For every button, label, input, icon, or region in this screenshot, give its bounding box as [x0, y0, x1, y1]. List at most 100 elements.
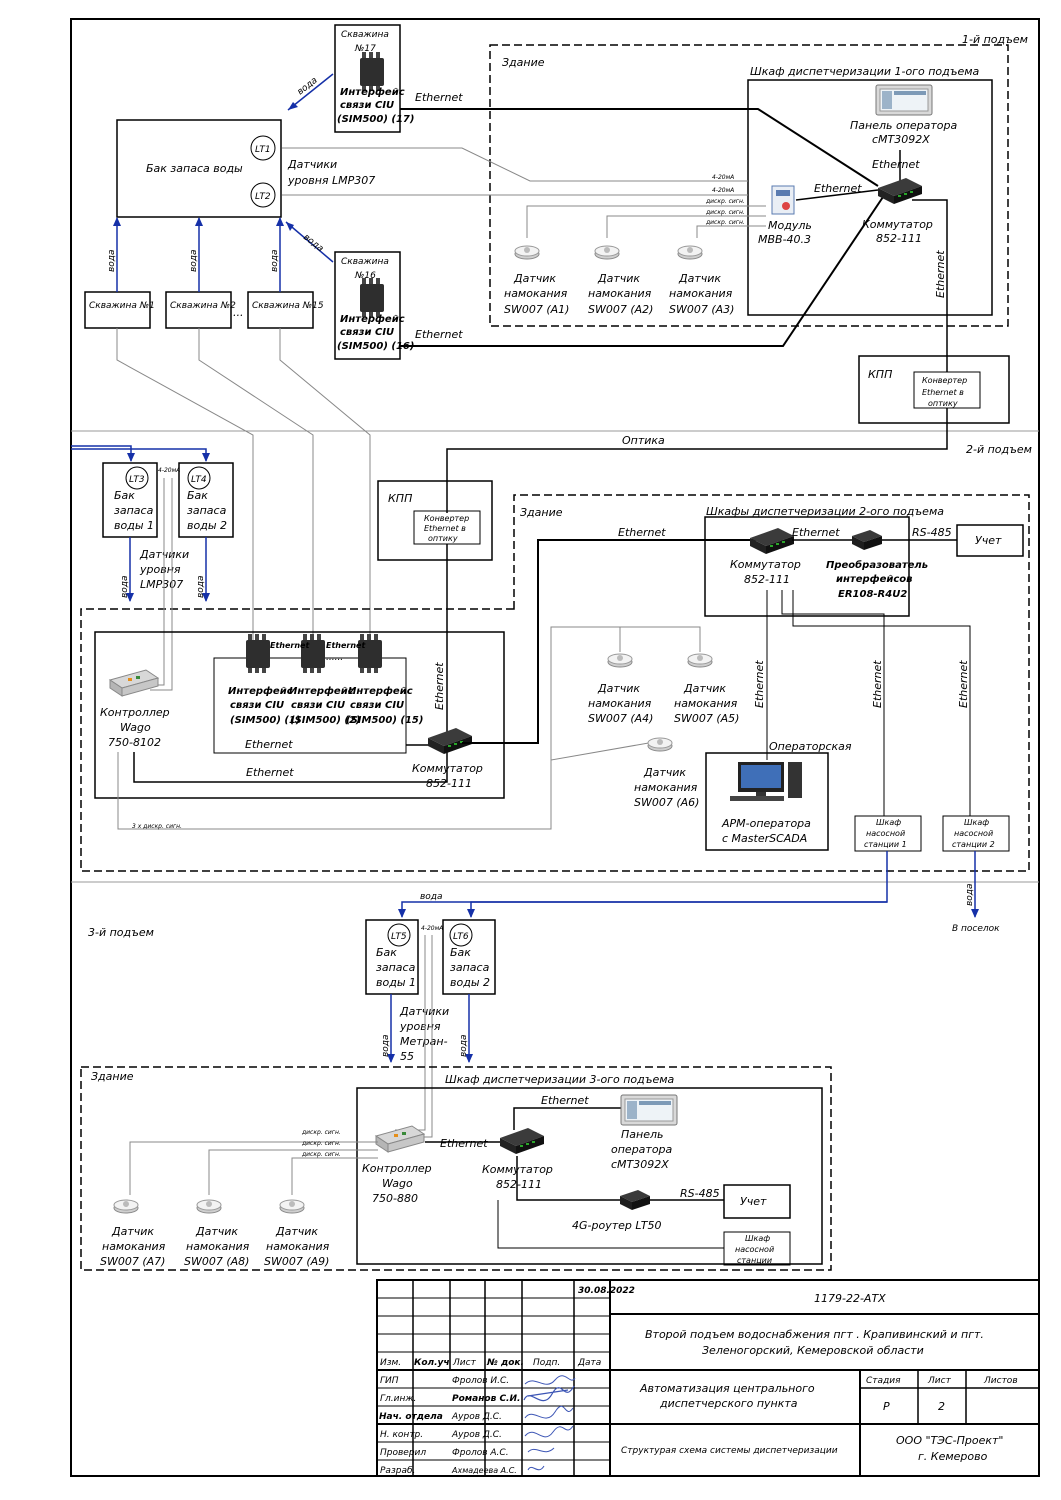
tank3-line1: Бак: [114, 489, 135, 502]
ethernet-label: Ethernet: [792, 526, 840, 539]
wago2-line1: Контроллер: [100, 706, 170, 719]
well-1-label: Скважина №1: [89, 301, 155, 311]
pump-cabinet-3: [723, 1231, 791, 1266]
module-label-line2: МВВ-40.3: [758, 233, 811, 246]
cabinet-1: [747, 79, 993, 316]
rs485-label: RS-485: [912, 526, 952, 539]
tank4-line1: Бак: [187, 489, 208, 502]
leak-a4-line3: SW007 (A4): [588, 712, 653, 725]
building-3: [80, 1066, 832, 1271]
title-block-text: 30.08.2022 1179-22-АТХ Второй подъем вод…: [379, 1286, 1018, 1476]
panel-1-label-line2: cMT3092X: [872, 133, 930, 146]
discr-label: дискр. сигн.: [705, 209, 745, 216]
stamp-name-2: Ауров Д.С.: [451, 1412, 502, 1422]
ciu15-line1: Интерфейс: [348, 685, 413, 697]
leak-a6-line2: намокания: [634, 781, 698, 794]
leak-sensor-a6-icon: [647, 737, 673, 752]
ethernet-label: Ethernet: [415, 91, 463, 104]
stamp-name-4: Фролов А.С.: [452, 1448, 509, 1458]
pump2-line1: Шкаф: [964, 818, 989, 827]
water-label: вода: [189, 249, 199, 272]
cabinet-2-lower: [94, 631, 505, 799]
arm-line2: с MasterSCADA: [722, 832, 807, 845]
stamp-date: 30.08.2022: [578, 1286, 635, 1296]
ciu-16-label-line1: Интерфейс: [340, 313, 405, 325]
tank6-line3: воды 2: [450, 976, 490, 989]
stamp-object-line2: диспетчерского пункта: [659, 1397, 798, 1410]
stamp-stage: Р: [883, 1400, 890, 1413]
interface-converter-icon: [852, 530, 882, 550]
leak-a4-line2: намокания: [588, 697, 652, 710]
stamp-name-1: Романов С.И.: [452, 1394, 520, 1404]
ethernet-label: Ethernet: [957, 660, 970, 708]
ciu-15-icon: [358, 634, 382, 673]
ciu-17-label-line2: связи CIU: [340, 100, 394, 111]
operator-room: [705, 752, 829, 851]
tank5-line3: воды 1: [376, 976, 416, 989]
tank5-line1: Бак: [376, 946, 397, 959]
stamp-header-0: Изм.: [380, 1358, 401, 1368]
leak-a7-line2: намокания: [102, 1240, 166, 1253]
ciu-2-icon: [301, 634, 325, 673]
stamp-role-4: Проверил: [380, 1448, 426, 1458]
leak-a3-line3: SW007 (A3): [669, 303, 734, 316]
converter-2-line1: Конвертер: [424, 514, 469, 523]
conv485-line1: Преобразователь: [826, 559, 928, 571]
well-17-label-line2: №17: [354, 44, 376, 54]
switch2u-line1: Коммутатор: [730, 558, 801, 571]
stamp-name-3: Ауров Д.С.: [451, 1430, 502, 1440]
conv485-line2: интерфейсов: [836, 573, 913, 585]
sensors2-line3: LMP307: [140, 578, 183, 591]
leak-a8-line3: SW007 (A8): [184, 1255, 249, 1268]
leak-a8-line2: намокания: [186, 1240, 250, 1253]
leak-a2-line1: Датчик: [597, 272, 640, 285]
tank4-line2: запаса: [187, 504, 227, 517]
ciu-16-icon: [360, 278, 384, 317]
cabinet-3-label: Шкаф диспетчеризации 3-ого подъема: [445, 1073, 675, 1086]
section-1: Здание Шкаф диспетчеризации 1-ого подъем…: [84, 24, 1010, 640]
pump3-line2: насосной: [735, 1245, 774, 1254]
module-label-line1: Модуль: [768, 219, 812, 232]
leak-sensor-a3-icon: [677, 245, 703, 260]
building-2-label: Здание: [520, 506, 563, 519]
well-16: [334, 251, 401, 360]
ma-label: 4-20мА: [421, 925, 443, 932]
kpp-2-label: КПП: [388, 492, 412, 505]
discr-label: дискр. сигн.: [301, 1129, 341, 1136]
stamp-header-4: Подп.: [533, 1358, 560, 1368]
wago3-line3: 750-880: [372, 1192, 418, 1205]
stamp-sheet-title: Структурая схема системы диспетчеризации: [621, 1446, 838, 1456]
ethernet-label: Ethernet: [814, 182, 862, 195]
leak-a6-line3: SW007 (A6): [634, 796, 699, 809]
lt5-sensor: [387, 923, 411, 947]
tank6-line1: Бак: [450, 946, 471, 959]
tank3-line2: запаса: [114, 504, 154, 517]
leak-sensor-a2-icon: [594, 245, 620, 260]
section-2: Оптика КПП Конвертер Ethernet в оптику E…: [71, 408, 1030, 934]
ma-label: 4-20мА: [712, 187, 734, 194]
conv485-line3: ER108-R4U2: [838, 589, 907, 600]
well-15-label: Скважина №15: [252, 301, 324, 311]
lt2-label: LT2: [255, 192, 271, 202]
discr3-label: 3 х дискр. сигн.: [132, 823, 182, 830]
workstation-icon: [730, 762, 802, 801]
switch-1-label-line2: 852-111: [876, 232, 922, 245]
converter-1-line2: Ethernet в: [922, 388, 964, 397]
account-2-label: Учет: [975, 534, 1002, 547]
section-1-label: 1-й подъем: [962, 33, 1028, 46]
building-1-label: Здание: [502, 56, 545, 69]
water-arrow: [285, 221, 334, 263]
level-sensors-1-label-line2: уровня LMP307: [287, 174, 375, 187]
leak-sensor-a7-icon: [113, 1199, 139, 1214]
water-label: вода: [459, 1034, 469, 1057]
stamp-header-1: Кол.уч: [414, 1358, 450, 1368]
lt5-label: LT5: [391, 932, 407, 942]
ciu2-line2: связи CIU: [291, 700, 345, 711]
water-tank-1-label: Бак запаса воды: [146, 162, 243, 175]
ma-label: 4-20мА: [158, 467, 180, 474]
stamp-name-0: Фролов И.С.: [452, 1376, 509, 1386]
well-17: [334, 24, 401, 133]
ethernet-label: Ethernet: [440, 1137, 488, 1150]
building-2: [80, 494, 1030, 872]
stamp-sheet: 2: [938, 1400, 945, 1413]
